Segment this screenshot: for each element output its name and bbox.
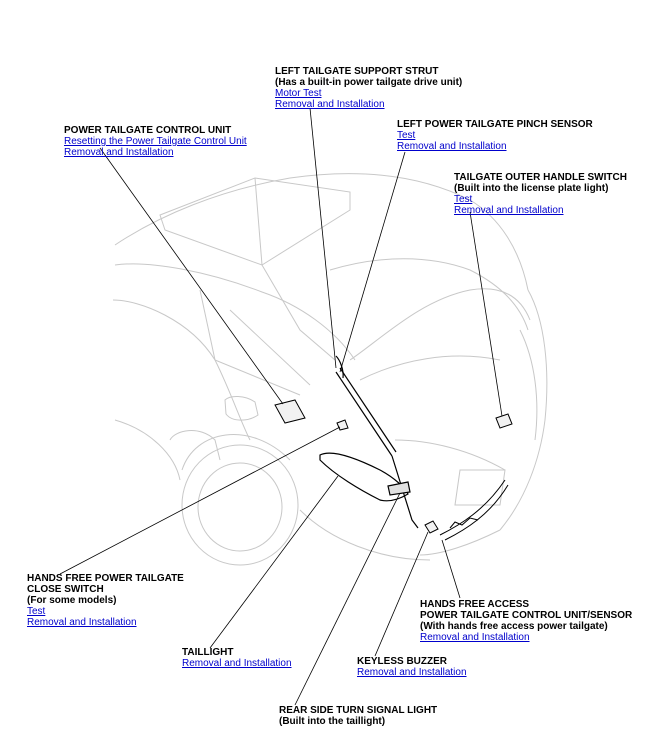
left-strut-motor-test-link[interactable]: Motor Test bbox=[275, 88, 322, 99]
rear-turn-signal-subtitle: (Built into the taillight) bbox=[279, 716, 386, 727]
left-strut-subtitle: (Has a built-in power tailgate drive uni… bbox=[275, 77, 463, 88]
close-switch-part bbox=[336, 419, 349, 431]
control-unit-title: POWER TAILGATE CONTROL UNIT bbox=[64, 125, 232, 136]
control-unit-reset-link[interactable]: Resetting the Power Tailgate Control Uni… bbox=[64, 136, 247, 147]
hands-free-switch-title: HANDS FREE POWER TAILGATE bbox=[27, 573, 184, 584]
callout-taillight: TAILLIGHT Removal and Installation bbox=[182, 647, 292, 669]
callout-rear-turn-signal: REAR SIDE TURN SIGNAL LIGHT (Built into … bbox=[279, 705, 437, 727]
hands-free-unit-removal-link[interactable]: Removal and Installation bbox=[420, 632, 530, 643]
hands-free-unit-title2: POWER TAILGATE CONTROL UNIT/SENSOR bbox=[420, 610, 633, 621]
rear-bumper-sensor bbox=[439, 479, 509, 541]
callout-control-unit: POWER TAILGATE CONTROL UNIT Resetting th… bbox=[64, 125, 247, 158]
left-strut-title: LEFT TAILGATE SUPPORT STRUT bbox=[275, 66, 439, 77]
pinch-sensor-removal-link[interactable]: Removal and Installation bbox=[397, 141, 507, 152]
outer-handle-test-link[interactable]: Test bbox=[454, 194, 473, 205]
callout-pinch-sensor: LEFT POWER TAILGATE PINCH SENSOR Test Re… bbox=[397, 119, 593, 152]
keyless-buzzer-part bbox=[424, 520, 439, 534]
outer-handle-removal-link[interactable]: Removal and Installation bbox=[454, 205, 564, 216]
keyless-buzzer-removal-link[interactable]: Removal and Installation bbox=[357, 667, 467, 678]
outer-handle-title: TAILGATE OUTER HANDLE SWITCH bbox=[454, 172, 627, 183]
rear-turn-signal-title: REAR SIDE TURN SIGNAL LIGHT bbox=[279, 705, 438, 716]
pinch-sensor-title: LEFT POWER TAILGATE PINCH SENSOR bbox=[397, 119, 593, 130]
keyless-buzzer-title: KEYLESS BUZZER bbox=[357, 656, 448, 667]
taillight-title: TAILLIGHT bbox=[182, 647, 234, 658]
callout-outer-handle: TAILGATE OUTER HANDLE SWITCH (Built into… bbox=[454, 172, 627, 216]
left-strut-removal-link[interactable]: Removal and Installation bbox=[275, 99, 385, 110]
callout-hands-free-unit: HANDS FREE ACCESS POWER TAILGATE CONTROL… bbox=[420, 599, 632, 643]
leader-lines bbox=[59, 107, 503, 706]
hands-free-unit-subtitle: (With hands free access power tailgate) bbox=[420, 621, 608, 632]
control-unit-removal-link[interactable]: Removal and Installation bbox=[64, 147, 174, 158]
hands-free-switch-subtitle: (For some models) bbox=[27, 595, 117, 606]
handle-switch-part bbox=[495, 413, 513, 429]
vehicle-outline bbox=[112, 173, 548, 566]
outer-handle-subtitle: (Built into the license plate light) bbox=[454, 183, 609, 194]
pinch-sensor-test-link[interactable]: Test bbox=[397, 130, 416, 141]
hands-free-switch-removal-link[interactable]: Removal and Installation bbox=[27, 617, 137, 628]
control-unit-box bbox=[274, 399, 306, 424]
callout-left-strut: LEFT TAILGATE SUPPORT STRUT (Has a built… bbox=[275, 66, 462, 110]
tailgate-strut bbox=[335, 355, 419, 529]
hands-free-switch-test-link[interactable]: Test bbox=[27, 606, 46, 617]
hands-free-switch-title2: CLOSE SWITCH bbox=[27, 584, 104, 595]
callout-keyless-buzzer: KEYLESS BUZZER Removal and Installation bbox=[357, 656, 467, 678]
callout-hands-free-switch: HANDS FREE POWER TAILGATE CLOSE SWITCH (… bbox=[27, 573, 184, 628]
taillight-shape bbox=[319, 452, 411, 502]
taillight-removal-link[interactable]: Removal and Installation bbox=[182, 658, 292, 669]
hands-free-unit-title: HANDS FREE ACCESS bbox=[420, 599, 530, 610]
